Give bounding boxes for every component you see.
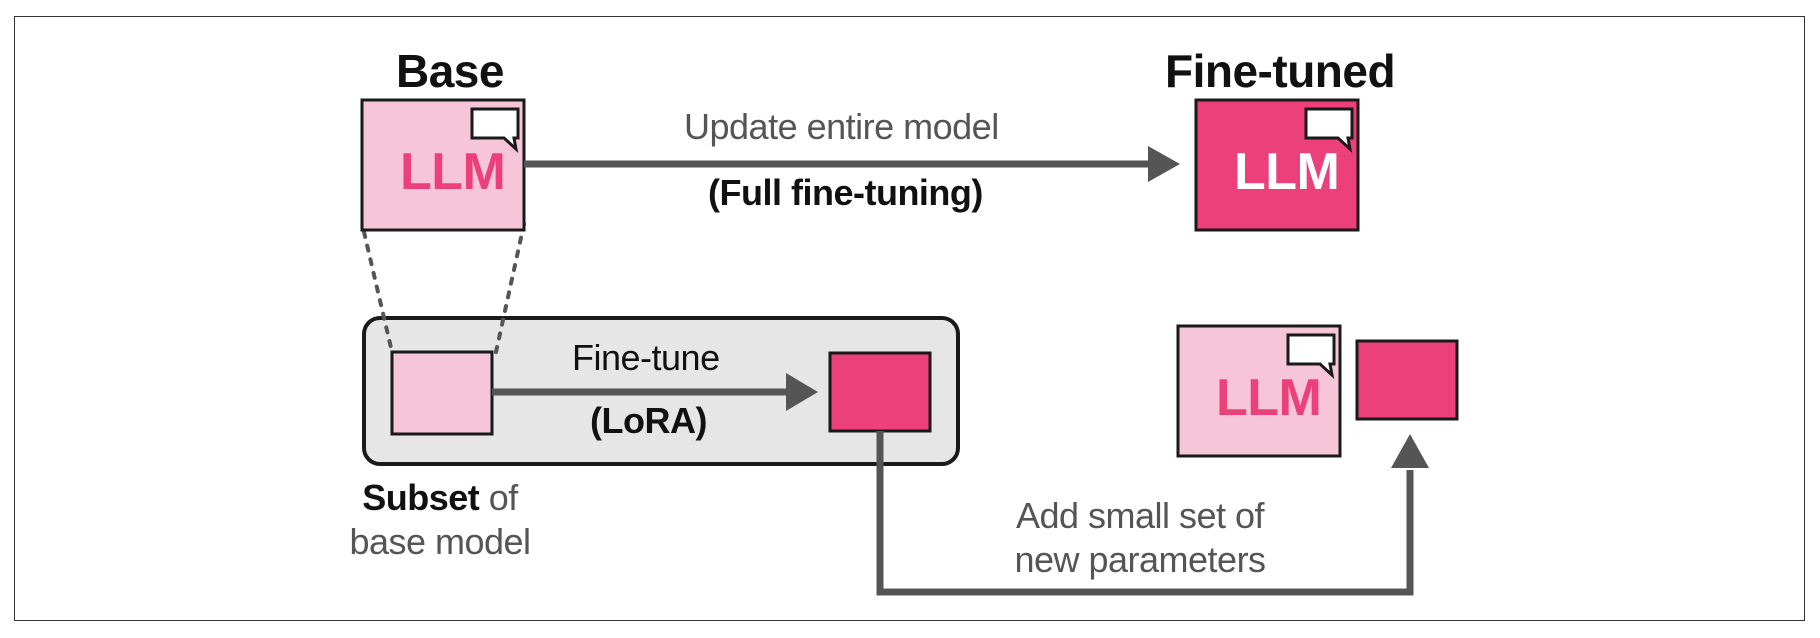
add-params-caption: Add small set of new parameters xyxy=(1000,494,1280,582)
add-params-connector xyxy=(876,431,1414,596)
finetuned-llm-label: LLM xyxy=(1234,143,1340,201)
subset-line2-text: base model xyxy=(349,521,531,562)
base-llm-label: LLM xyxy=(400,143,506,201)
full-finetune-bottom-label: (Full fine-tuning) xyxy=(708,172,983,213)
result-llm-label: LLM xyxy=(1216,369,1322,427)
result-llm-box xyxy=(1176,324,1342,458)
subset-box xyxy=(390,350,494,436)
projection-line-left xyxy=(362,230,394,354)
lora-top-label: Fine-tune xyxy=(572,337,720,378)
lora-bottom-label: (LoRA) xyxy=(590,400,707,441)
add-params-line2: new parameters xyxy=(1014,539,1266,580)
result-chat-icon xyxy=(1286,333,1336,380)
finetuned-chat-icon xyxy=(1304,107,1354,154)
full-finetune-arrow-head xyxy=(1148,146,1180,182)
lora-arrow-head xyxy=(786,373,818,411)
full-finetune-top-label: Update entire model xyxy=(684,106,999,147)
result-adapter-box xyxy=(1355,339,1459,421)
subset-caption: Subset of base model xyxy=(340,476,540,564)
base-title: Base xyxy=(396,45,504,97)
add-params-arrow-head xyxy=(1391,434,1429,468)
finetuned-title: Fine-tuned xyxy=(1165,45,1396,97)
add-params-line1: Add small set of xyxy=(1015,495,1265,536)
finetuned-llm-box xyxy=(1194,98,1360,232)
base-llm-box xyxy=(360,98,526,232)
lora-adapter-box xyxy=(828,351,932,433)
subset-bold-text: Subset xyxy=(362,477,480,518)
subset-of-text: of xyxy=(479,477,519,518)
base-chat-icon xyxy=(470,107,520,154)
